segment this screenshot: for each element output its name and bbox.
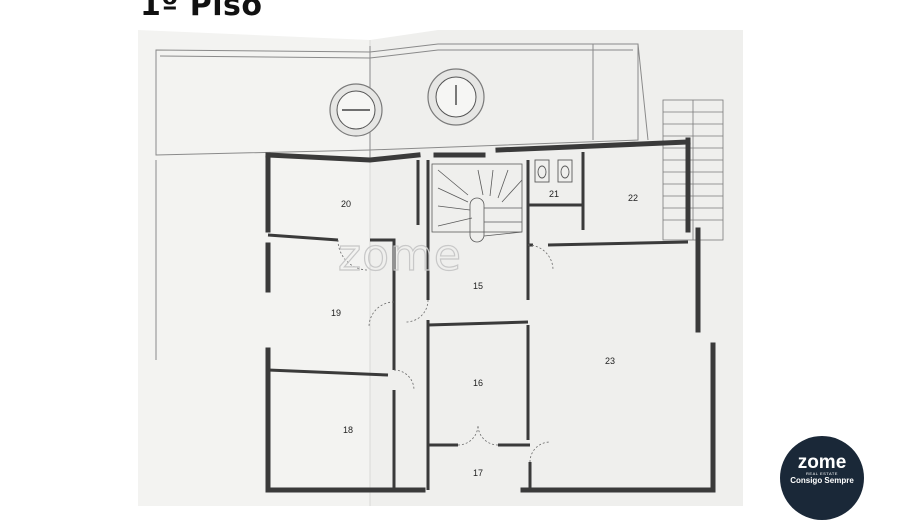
door-swings — [337, 239, 554, 463]
watermark: zome — [338, 230, 462, 281]
room-label-19: 19 — [331, 308, 341, 318]
room-label-16: 16 — [473, 378, 483, 388]
room-label-21: 21 — [549, 189, 559, 199]
exterior-stair — [662, 99, 724, 241]
paper-right — [370, 30, 743, 506]
paper-left — [138, 30, 370, 506]
floor-plan: zome 20 21 22 15 19 23 16 18 17 — [138, 30, 743, 506]
page-title: 1º Piso — [140, 0, 263, 23]
floor-plan-drawing: zome 20 21 22 15 19 23 16 18 17 — [138, 30, 743, 506]
logo-brand: zome — [797, 452, 847, 473]
zome-logo-badge: zome REAL ESTATE Consigo Sempre — [780, 436, 864, 520]
skylight-left — [329, 83, 383, 137]
room-label-18: 18 — [343, 425, 353, 435]
logo-tagline: Consigo Sempre — [790, 476, 854, 485]
exterior-walls — [265, 137, 716, 493]
room-label-17: 17 — [473, 468, 483, 478]
room-label-22: 22 — [628, 193, 638, 203]
room-label-15: 15 — [473, 281, 483, 291]
main-stair — [431, 163, 523, 243]
logo-subtitle: REAL ESTATE — [806, 471, 838, 476]
skylight-right — [427, 68, 485, 126]
room-label-20: 20 — [341, 199, 351, 209]
room-label-23: 23 — [605, 356, 615, 366]
terrace-outline — [155, 43, 649, 360]
bathroom-fixtures — [534, 159, 573, 183]
interior-walls — [267, 152, 689, 490]
